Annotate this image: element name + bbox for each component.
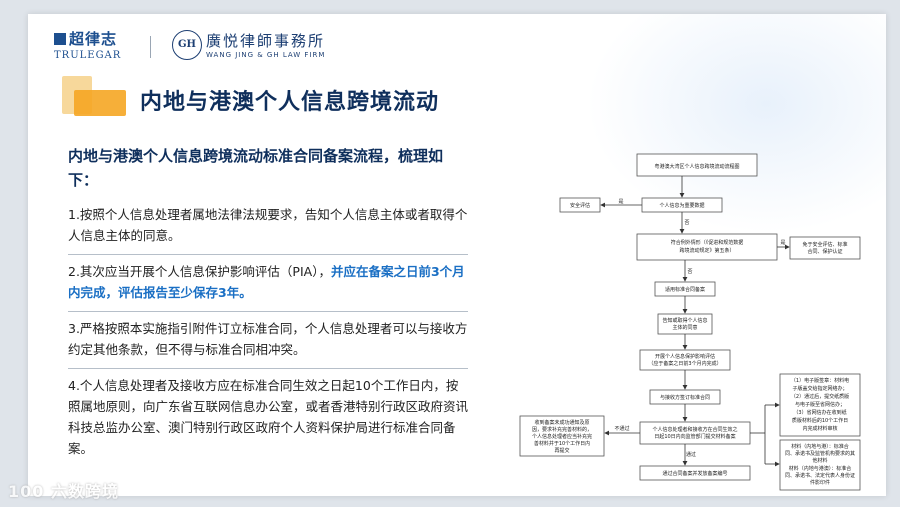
- flow-box-r1: [779, 373, 861, 437]
- flow-text-n1-left: 安全评估: [570, 202, 590, 209]
- title-decoration-front: [74, 90, 126, 116]
- flowchart-svg: 粤港澳大湾区个人信息跨境流动流程图 个人信息为重要数据 安全评估 是 否 符合例…: [519, 153, 861, 491]
- flow-label-pass: 通过: [686, 451, 696, 458]
- flowchart: 粤港澳大湾区个人信息跨境流动流程图 个人信息为重要数据 安全评估 是 否 符合例…: [490, 134, 876, 494]
- flow-text-r1-1: 子版盖交给指定网络办；: [792, 385, 847, 392]
- trulegar-logo: 超律志 TRULEGAR: [54, 28, 121, 61]
- logo1-en: TRULEGAR: [54, 50, 122, 61]
- flow-text-r1-2: （2）通过后，提交纸质版: [791, 393, 849, 400]
- flow-label-fail: 不通过: [614, 425, 629, 432]
- flow-box-n7-left: [519, 415, 605, 457]
- step-item-4: 4.个人信息处理者及接收方应在标准合同生效之日起10个工作日内，按照属地原则，向…: [68, 369, 468, 467]
- step-item-2: 2.其次应当开展个人信息保护影响评估（PIA），并应在备案之日前3个月内完成，评…: [68, 255, 468, 312]
- flow-text-r2-0: 材料（内地与港）：标准合: [791, 443, 849, 450]
- step-text: 2.其次应当开展个人信息保护影响评估（PIA），: [68, 264, 331, 279]
- flow-text-n2r-0: 免于安全评估、标准: [802, 241, 847, 248]
- flow-text-n7l-2: 个人信息处理者应当补充完: [532, 433, 592, 440]
- flow-text-r1-6: 内完成材料审核: [802, 425, 837, 432]
- flow-text-n7-1: 日起10日内向监管部门提交材料备案: [654, 433, 735, 440]
- flow-label-no-2: 否: [687, 269, 692, 275]
- flow-text-n7l-0: 收到备案未成功通知及原: [534, 419, 589, 426]
- step-text: 4.个人信息处理者及接收方应在标准合同生效之日起10个工作日内，按照属地原则，向…: [68, 378, 469, 456]
- flow-text-r2-3: 材料（内地与港澳）：标准合: [789, 465, 852, 472]
- flow-text-n3: 适用标准合同备案: [665, 286, 705, 293]
- flow-box-n7: [639, 421, 751, 445]
- process-text-panel: 内地与港澳个人信息跨境流动标准合同备案流程，梳理如下： 1.按照个人信息处理者属…: [68, 144, 468, 467]
- gh-badge-icon: GH: [172, 30, 202, 60]
- flow-text-n2r-1: 合同、保护认证: [807, 248, 842, 255]
- flow-label-yes-1: 是: [618, 199, 623, 205]
- flow-text-n2-0: 符合例外情形（《促进和规范数据: [671, 239, 744, 246]
- flow-box-n2-right: [789, 236, 861, 260]
- logo-divider: [150, 36, 151, 58]
- flow-text-n7l-3: 善材料并于10个工作日内: [534, 440, 590, 447]
- flow-box-n2: [636, 233, 778, 261]
- step-text: 1.按照个人信息处理者属地法律法规要求，告知个人信息主体或者取得个人信息主体的同…: [68, 207, 468, 243]
- flow-text-n6: 与接收方签订标准合同: [660, 394, 710, 401]
- logo1-cn: 超律志: [69, 30, 118, 48]
- flow-box-top: [636, 153, 758, 177]
- flow-text-r1-3: 与电子版至省网信办；: [795, 401, 845, 408]
- flow-label-yes-2: 是: [780, 240, 785, 246]
- flow-text-r2-5: 件影印件: [810, 479, 830, 486]
- flow-text-r2-2: 他材料: [812, 457, 827, 464]
- flow-text-n8: 通过合同备案并发放备案编号: [662, 470, 727, 477]
- logo2-en: WANG JING & GH LAW FIRM: [206, 51, 326, 59]
- step-item-3: 3.严格按照本实施指引附件订立标准合同，个人信息处理者可以与接收方约定其他条款，…: [68, 312, 468, 369]
- flow-text-r2-4: 同、承诺书、法定代表人身份证: [785, 472, 855, 479]
- flow-text-n4-0: 告知或取得个人信息: [662, 317, 707, 324]
- flow-box-n1-left: [559, 197, 601, 213]
- flow-box-n5: [639, 349, 731, 371]
- flow-text-n7l-1: 因，要求补充完善材料的，: [532, 426, 592, 433]
- flow-text-r1-5: 质版材料后的10个工作日: [792, 417, 848, 424]
- flow-text-n7l-4: 再提交: [554, 447, 569, 454]
- flow-text-n1: 个人信息为重要数据: [659, 202, 704, 209]
- page-title: 内地与港澳个人信息跨境流动: [140, 90, 440, 115]
- section-subtitle: 内地与港澳个人信息跨境流动标准合同备案流程，梳理如下：: [68, 147, 444, 189]
- step-highlight: 并应在备案之日前3个月内完成，评估报告至少保存3年。: [68, 264, 465, 300]
- flow-text-r2-1: 同、承诺书及监管机构要求的其: [785, 450, 855, 457]
- flow-text-r1-0: （1）电子版签章：材料电: [791, 377, 849, 384]
- flow-text-n5-0: 开展个人信息保护影响评估: [655, 353, 715, 360]
- logo2-cn: 廣悦律師事務所: [206, 32, 326, 50]
- flow-text-r1-4: （3）省网信办在收到纸: [793, 409, 846, 416]
- trulegar-mark-icon: [54, 33, 66, 45]
- flow-boxes: [519, 153, 861, 491]
- flow-box-r2: [779, 439, 861, 491]
- step-item-1: 1.按照个人信息处理者属地法律法规要求，告知个人信息主体或者取得个人信息主体的同…: [68, 198, 468, 255]
- watermark: 100 六数跨境: [8, 482, 119, 501]
- flow-text-top: 粤港澳大湾区个人信息跨境流动流程图: [654, 163, 739, 170]
- flow-label-no-1: 否: [684, 220, 689, 226]
- slide: 超律志 TRULEGAR GH 廣悦律師事務所 WANG JING & GH L…: [28, 14, 886, 496]
- flow-arrows: [600, 176, 790, 467]
- step-text: 3.严格按照本实施指引附件订立标准合同，个人信息处理者可以与接收方约定其他条款，…: [68, 321, 468, 357]
- flow-text-n4-1: 主体的同意: [672, 324, 697, 331]
- flow-text-n2-1: 跨境流动规定》第五条）: [679, 247, 734, 254]
- flow-text-n7-0: 个人信息处理者和接收方在合同生效之: [652, 426, 737, 433]
- flow-box-n4: [657, 313, 713, 335]
- flow-text-n5-1: （应于备案之日前3个月内完成）: [648, 360, 721, 367]
- flow-box-n8: [639, 465, 751, 481]
